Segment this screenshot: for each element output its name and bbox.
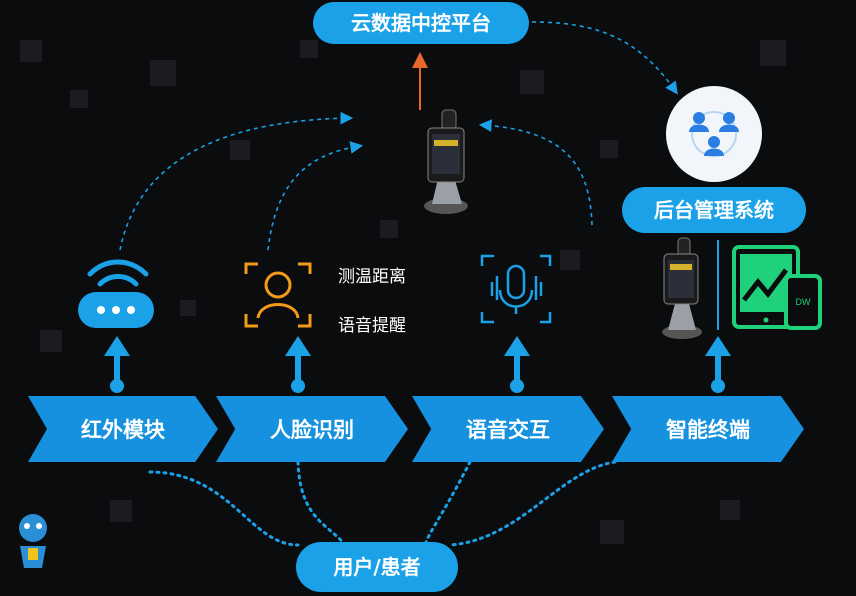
module-infrared: 红外模块 [28,396,218,462]
dashed-arc-face [267,141,364,251]
microphone-icon [480,254,552,324]
robot-kiosk-small [662,237,702,339]
dotted-link-voice [423,460,472,547]
module-smart-terminal: 智能终端 [612,396,804,462]
dotted-link-terminal [448,460,617,547]
feature-voice-reminder: 语音提醒 [338,316,406,336]
robot-kiosk-center [424,109,468,214]
tablet-logo: DW [796,297,811,307]
user-patient-label: 用户/患者 [296,542,458,592]
feature-temperature-distance: 测温距离 [338,267,406,287]
users-network-icon [666,86,762,182]
dotted-link-face [296,460,347,547]
dotted-link-infrared [148,470,300,547]
up-arrow-face [285,336,311,393]
dashed-arc-infrared [119,111,354,251]
tablet-phone-icon: DW [732,245,822,330]
module-voice-interaction: 语音交互 [412,396,604,462]
module-face-recognition: 人脸识别 [216,396,408,462]
up-arrow-voice [504,336,530,393]
wifi-router-icon [78,259,154,328]
face-scan-icon [244,262,312,328]
dashed-arc-backend [531,21,678,95]
up-arrow-infrared [104,336,130,393]
backend-system-label: 后台管理系统 [622,187,806,233]
cloud-platform-label: 云数据中控平台 [313,2,529,44]
mascot-logo [19,514,47,568]
up-arrow-terminal [705,336,731,393]
